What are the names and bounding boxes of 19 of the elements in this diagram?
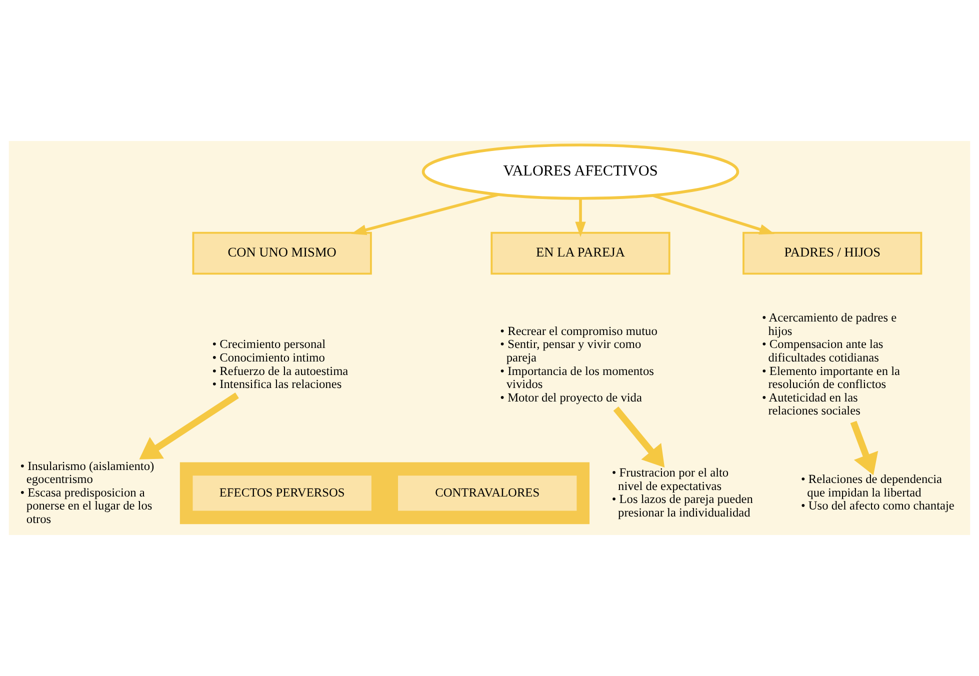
node-text: • Frustracion por el alto nivel de expectativas • Los lazos de pareja pueden presionar la individualidad xyxy=(612,465,753,520)
node-box: EFECTOS PERVERSOS xyxy=(192,476,372,511)
arrow xyxy=(139,392,239,460)
node-text: • Insularismo (aislamiento) egocentrismo • Escasa predisposicion a ponerse en el lugar de los otros xyxy=(20,458,154,526)
node-box: CONTRAVALORES xyxy=(398,476,577,511)
node-box: EN LA PAREJA xyxy=(490,232,670,275)
node-ellipse: VALORES AFECTIVOS xyxy=(422,144,740,200)
node-box: PADRES / HIJOS xyxy=(742,232,922,275)
cluster xyxy=(180,462,590,524)
node-box: CON UNO MISMO xyxy=(192,232,372,275)
arrow xyxy=(613,406,665,468)
node-text: • Recrear el compromiso mutuo • Sentir, pensar y vivir como pareja • Importancia de los momentos vividos • Motor del proyecto de vida xyxy=(500,324,658,404)
arrow xyxy=(575,198,586,238)
node-text: • Relaciones de dependencia que impidan la libertad • Uso del afecto como chantaje xyxy=(800,472,954,513)
arrow xyxy=(652,194,775,235)
node-text: • Acercamiento de padres e hijos • Compensacion ante las dificultades cotidianas • Elemento importante en la resolución de conflictos • Auteticidad en las relaciones sociales xyxy=(762,310,900,418)
node-text: • Crecimiento personal • Conocimiento intimo • Refuerzo de la autoestima • Intensifica las relaciones xyxy=(212,337,348,392)
arrow xyxy=(850,420,878,476)
arrow xyxy=(351,193,499,236)
